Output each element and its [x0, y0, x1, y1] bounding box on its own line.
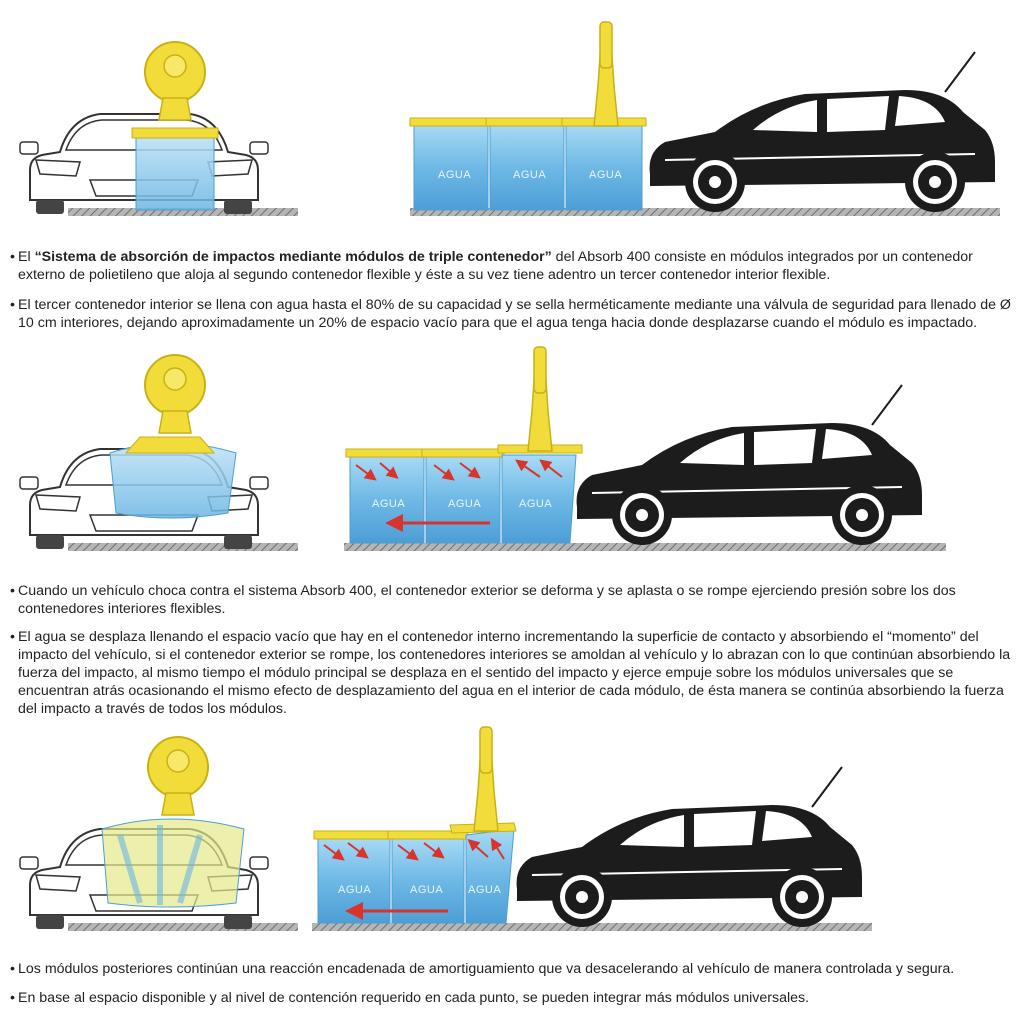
paragraph-1: • El “Sistema de absorción de impactos m…: [10, 248, 1016, 284]
paragraph-1-prefix: El: [18, 249, 35, 265]
ground-right: [344, 543, 946, 551]
scene-3-chain-reaction: AGUA AGUA AGUA: [0, 725, 1024, 940]
yellow-head-icon: [144, 354, 206, 434]
water-container-1: AGUA: [313, 830, 395, 924]
yellow-head-icon: [147, 736, 209, 816]
paragraph-6-text: En base al espacio disponible y al nivel…: [18, 990, 810, 1006]
water-label-2: AGUA: [410, 884, 443, 896]
bullet: •: [10, 990, 15, 1006]
paragraph-2-text: El tercer contenedor interior se llena c…: [18, 297, 1011, 331]
bullet: •: [10, 297, 15, 313]
side-view-car: [515, 766, 863, 928]
water-container-3: AGUA: [497, 444, 583, 544]
ground-right: [410, 208, 1000, 216]
water-container-3: AGUA: [561, 117, 647, 211]
paragraph-3: • Cuando un vehículo choca contra el sis…: [10, 582, 1016, 618]
paragraph-4: • El agua se desplaza llenando el espaci…: [10, 628, 1016, 718]
water-label-2: AGUA: [513, 169, 546, 181]
bullet: •: [10, 249, 15, 265]
water-label-1: AGUA: [372, 498, 405, 510]
yellow-post-icon: [593, 21, 619, 127]
water-container-2: AGUA: [485, 117, 569, 211]
water-label-1: AGUA: [438, 169, 471, 181]
paragraph-1-rest: del Absorb 400 consiste en módulos integ…: [18, 249, 973, 283]
yellow-head-icon: [144, 41, 206, 121]
water-label-3: AGUA: [519, 498, 552, 510]
front-module-lid: [124, 436, 216, 454]
water-label-3: AGUA: [468, 884, 501, 896]
water-container-1: AGUA: [409, 117, 493, 211]
scene-2-impact: AGUA AGUA AGUA: [0, 345, 1024, 560]
ground-right: [312, 923, 872, 931]
paragraph-4-text: El agua se desplaza llenando el espacio …: [18, 629, 1011, 717]
ground-left: [68, 208, 298, 216]
yellow-post-icon: [527, 346, 553, 452]
water-container-2: AGUA: [421, 448, 505, 544]
bullet: •: [10, 961, 15, 977]
front-module-deformed: [101, 818, 245, 908]
front-module-lid: [131, 127, 219, 139]
paragraph-3-text: Cuando un vehículo choca contra el siste…: [18, 583, 956, 617]
paragraph-5-text: Los módulos posteriores continúan una re…: [18, 961, 955, 977]
water-container-1: AGUA: [345, 448, 429, 544]
side-view-car: [575, 384, 923, 546]
water-container-2: AGUA: [387, 830, 469, 924]
yellow-post-icon: [473, 726, 499, 832]
bullet: •: [10, 629, 15, 645]
water-label-3: AGUA: [589, 169, 622, 181]
paragraph-5: • Los módulos posteriores continúan una …: [10, 960, 1016, 978]
scene-1-initial-state: AGUA AGUA AGUA: [0, 0, 1024, 225]
paragraph-6: • En base al espacio disponible y al niv…: [10, 989, 1016, 1007]
ground-left: [68, 543, 298, 551]
paragraph-1-bold: “Sistema de absorción de impactos median…: [34, 249, 552, 265]
front-water-module-deformed: [109, 442, 237, 519]
paragraph-2: • El tercer contenedor interior se llena…: [10, 296, 1016, 332]
side-view-car: [648, 51, 996, 213]
ground-left: [68, 923, 298, 931]
water-label-2: AGUA: [448, 498, 481, 510]
water-label-1: AGUA: [338, 884, 371, 896]
front-water-module: [135, 129, 215, 211]
bullet: •: [10, 583, 15, 599]
